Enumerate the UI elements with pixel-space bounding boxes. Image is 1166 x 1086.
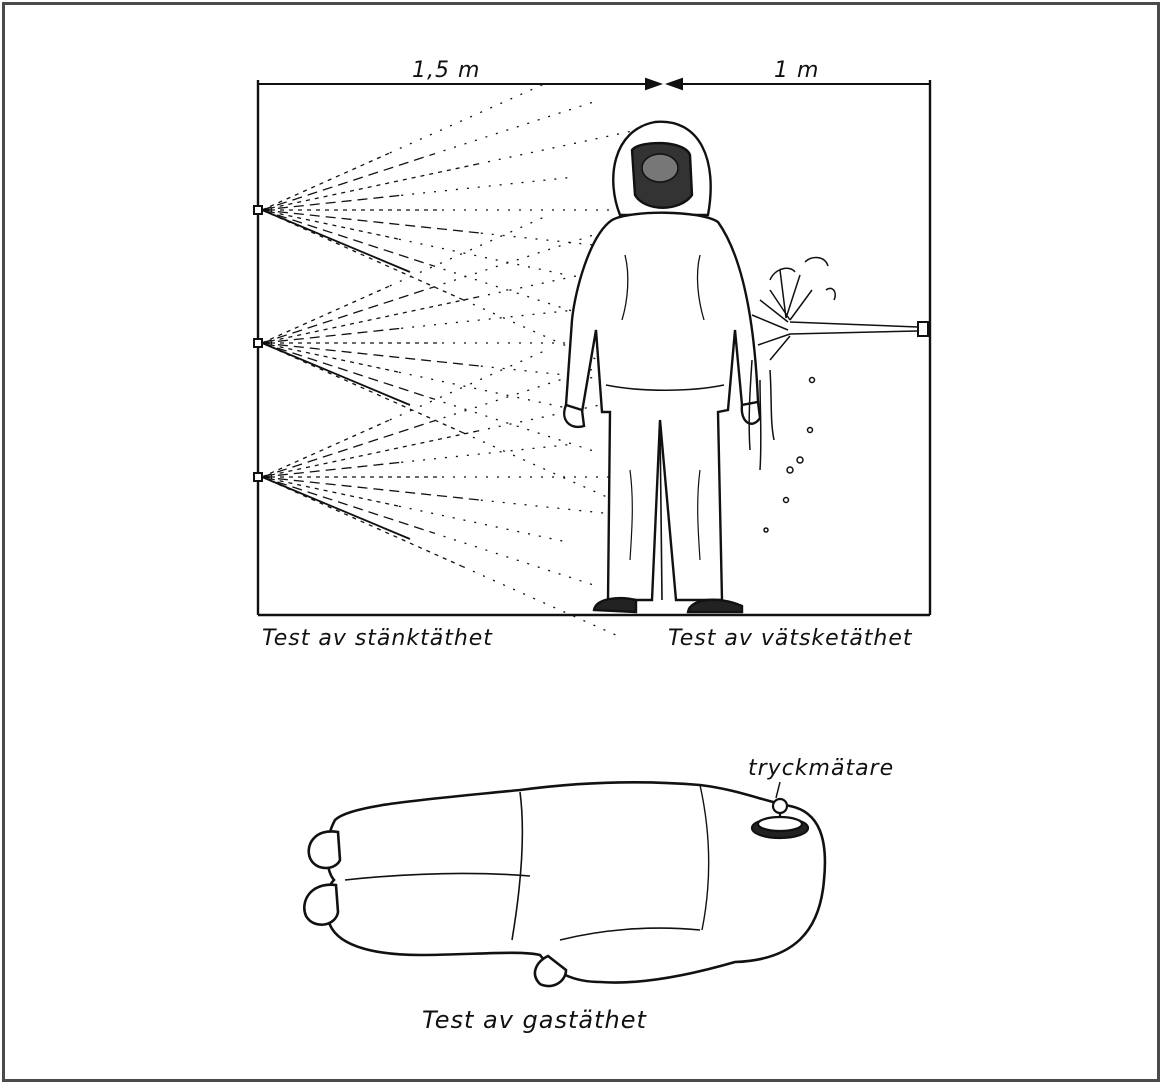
spray-stream xyxy=(262,477,481,500)
spray-edge xyxy=(262,477,410,539)
spray-stream xyxy=(262,286,390,343)
dimension-line xyxy=(258,79,930,89)
caption-liquid-test: Test av vätsketäthet xyxy=(668,626,913,651)
dimension-left-label: 1,5 m xyxy=(412,58,480,83)
spray-stream xyxy=(262,343,399,372)
spray-stream xyxy=(262,297,477,343)
liquid-jet xyxy=(749,257,928,532)
spray-stream xyxy=(262,477,433,533)
spray-droplets xyxy=(433,102,595,155)
spray-droplets xyxy=(390,84,545,153)
spray-stream xyxy=(262,431,477,477)
gauge-leader-line xyxy=(776,782,780,798)
pressure-gauge-label: tryckmätare xyxy=(748,756,894,781)
spray-stream xyxy=(262,477,399,506)
spray-droplets xyxy=(433,235,595,288)
spray-stream xyxy=(262,420,390,477)
spray-stream xyxy=(262,210,433,266)
spray-droplets xyxy=(390,351,545,420)
spray-droplets xyxy=(401,178,570,196)
spray-edge xyxy=(262,343,410,405)
spray-edge xyxy=(262,210,410,272)
lying-figure xyxy=(304,782,825,986)
spray-droplets xyxy=(399,372,565,407)
caption-gas-test: Test av gastäthet xyxy=(422,1006,647,1034)
spray-stream xyxy=(262,164,477,210)
spray-droplets xyxy=(390,217,545,286)
spray-stream xyxy=(262,421,433,477)
spray-droplets xyxy=(433,533,595,586)
spray-droplets xyxy=(401,445,570,463)
spray-droplets xyxy=(399,239,565,274)
spray-stream xyxy=(262,153,390,210)
standing-figure xyxy=(564,122,760,612)
spray-stream xyxy=(262,287,433,343)
spray-droplets xyxy=(433,266,595,319)
spray-droplets xyxy=(399,506,565,541)
dimension-right-label: 1 m xyxy=(774,58,819,83)
spray-stream xyxy=(262,343,433,399)
spray-stream xyxy=(262,343,481,366)
spray-stream xyxy=(262,154,433,210)
spray-stream xyxy=(262,210,399,239)
spray-stream xyxy=(262,210,481,233)
spray-droplets xyxy=(463,433,618,502)
spray-droplets xyxy=(401,311,570,329)
caption-splash-test: Test av stänktäthet xyxy=(262,626,493,651)
